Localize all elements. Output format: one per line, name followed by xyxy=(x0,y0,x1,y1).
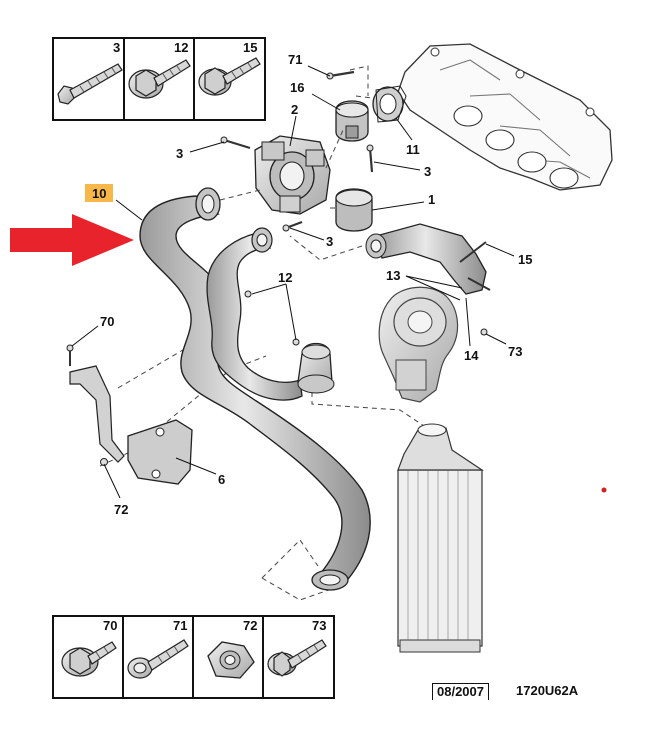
top-box-label-12: 12 xyxy=(174,40,188,55)
label-73: 73 xyxy=(508,344,522,359)
bolt-3-throttle-a-icon xyxy=(220,136,251,150)
top-bolt-boxes: 3 12 15 xyxy=(52,37,266,121)
bolt-70-small-icon xyxy=(66,344,74,366)
bottom-box-label-70: 70 xyxy=(103,618,117,633)
intercooler-pipe-part-10 xyxy=(139,187,371,591)
bolt-3-throttle-c-icon xyxy=(282,220,303,232)
intercooler-pipe-secondary xyxy=(206,227,303,401)
bottom-box-label-71: 71 xyxy=(173,618,187,633)
red-dot-marker xyxy=(601,487,607,493)
label-13: 13 xyxy=(386,268,400,283)
bottom-box-label-72: 72 xyxy=(243,618,257,633)
label-1: 1 xyxy=(428,192,435,207)
bolt-71-small-icon xyxy=(326,70,355,80)
label-3-b: 3 xyxy=(424,164,431,179)
bolt-73-small-icon xyxy=(480,328,488,336)
bolt-73-icon xyxy=(267,639,327,677)
label-10: 10 xyxy=(92,186,106,201)
label-72: 72 xyxy=(114,502,128,517)
intercooler xyxy=(397,423,484,653)
label-11: 11 xyxy=(406,142,420,157)
part-labels: 71 16 2 11 3 3 1 3 15 12 13 14 73 70 6 7… xyxy=(100,52,532,517)
label-3-c: 3 xyxy=(326,234,333,249)
clamp-part-16 xyxy=(335,100,369,142)
bottom-bolt-boxes: 70 71 72 73 xyxy=(52,615,335,699)
clamp-part-1 xyxy=(335,188,373,232)
flange-part-11 xyxy=(372,85,407,123)
label-12: 12 xyxy=(278,270,292,285)
bolt-12-icon xyxy=(128,59,191,99)
label-71-top: 71 xyxy=(288,52,302,67)
label-70: 70 xyxy=(100,314,114,329)
turbocharger xyxy=(378,286,459,403)
label-16: 16 xyxy=(290,80,304,95)
intercooler-inlet-elbow xyxy=(297,342,335,394)
leader-lines xyxy=(71,65,515,499)
bolt-15-icon xyxy=(198,57,261,96)
bolt-3-throttle-b-icon xyxy=(366,144,374,173)
label-2: 2 xyxy=(291,102,298,117)
bracket-part-6 xyxy=(127,419,193,485)
label-3-a: 3 xyxy=(176,146,183,161)
label-15: 15 xyxy=(518,252,532,267)
bolt-70-icon xyxy=(61,641,117,677)
highlighted-label-10: 10 xyxy=(85,184,113,202)
turbo-pipe-part-13 xyxy=(365,223,491,295)
bolt-72-small-icon xyxy=(100,458,108,466)
red-arrow-icon xyxy=(10,214,134,266)
footer-reference: 1720U62A xyxy=(516,683,579,698)
footer-date: 08/2007 xyxy=(432,683,489,700)
bracket-side-70 xyxy=(69,365,125,463)
throttle-body-part-2 xyxy=(254,135,331,215)
top-box-label-15: 15 xyxy=(243,40,257,55)
bottom-box-label-73: 73 xyxy=(312,618,326,633)
label-6: 6 xyxy=(218,472,225,487)
top-box-label-3: 3 xyxy=(113,40,120,55)
label-14: 14 xyxy=(464,348,479,363)
nut-72-icon xyxy=(207,641,255,679)
bolt-12-small-a-icon xyxy=(244,290,252,298)
intake-manifold xyxy=(397,43,613,191)
bolt-3-icon xyxy=(57,63,123,105)
bolt-71-icon xyxy=(127,639,189,679)
